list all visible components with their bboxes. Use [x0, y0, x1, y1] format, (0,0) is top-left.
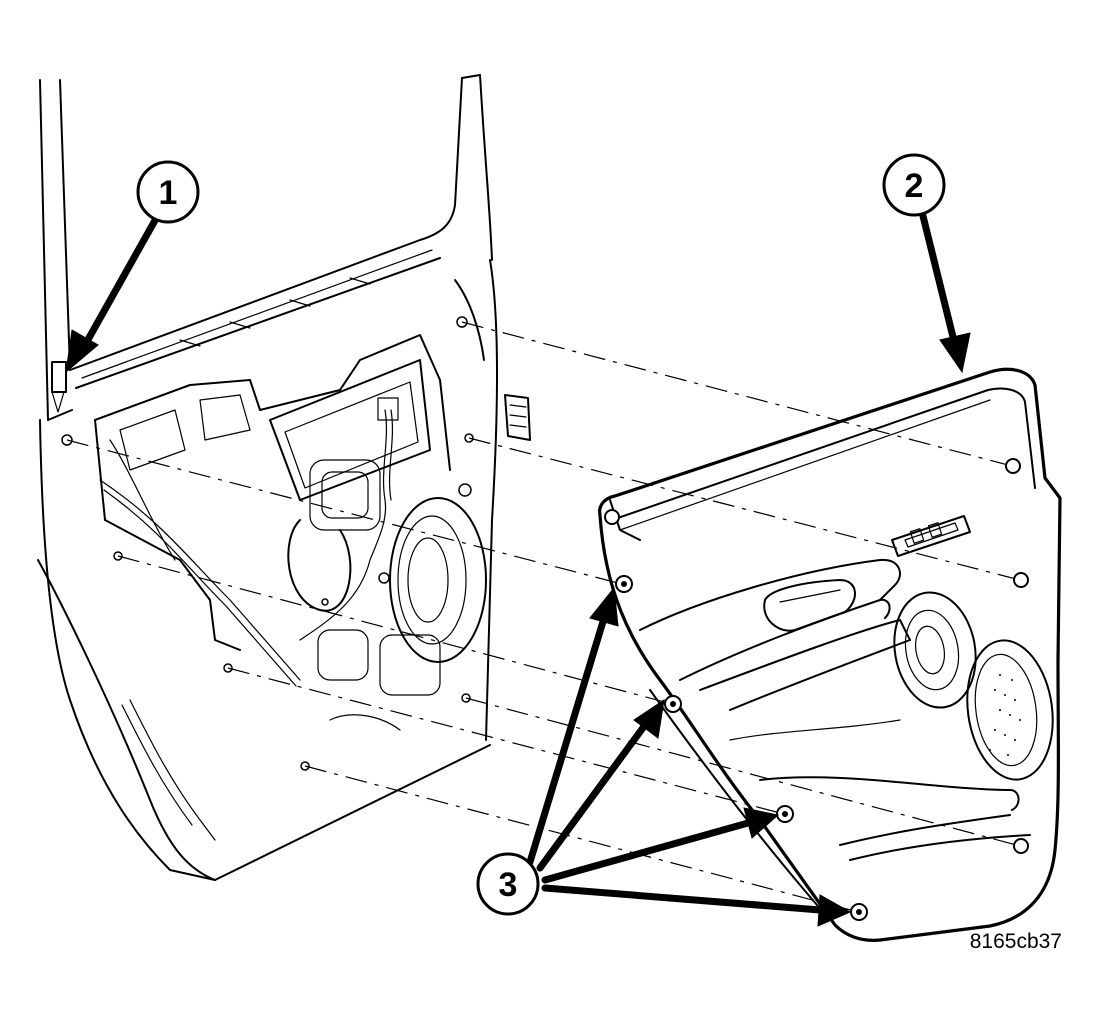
door-trim-panel	[598, 367, 1062, 942]
speaker-grille-dots	[989, 674, 1021, 756]
reference-code: 8165cb37	[970, 930, 1062, 953]
callout-2: 2	[882, 153, 946, 217]
callout-1: 1	[136, 160, 200, 224]
callout-1-label: 1	[159, 174, 178, 212]
callout-3: 3	[476, 852, 540, 916]
callout-3-label: 3	[499, 866, 518, 904]
door-inner-frame	[37, 74, 531, 881]
callout-2-label: 2	[905, 167, 924, 205]
door-clip-part	[51, 361, 67, 413]
alignment-lines	[66, 321, 1021, 913]
leader-arrows	[65, 208, 971, 927]
